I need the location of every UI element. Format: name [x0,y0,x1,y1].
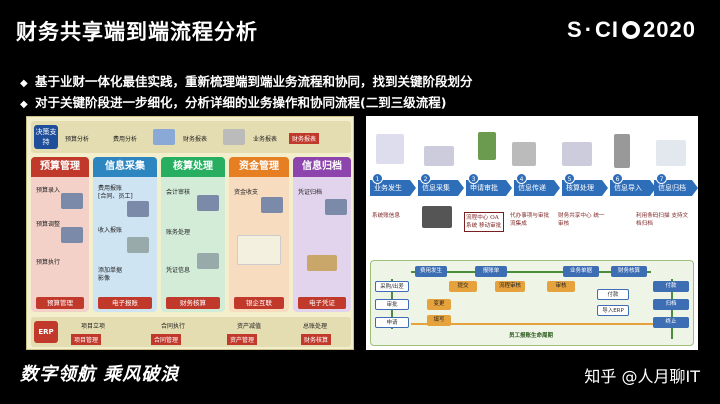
chart-icon [153,129,175,145]
person-icon [61,227,83,243]
column-budget: 预算管理 预算录入 预算调整 预算执行 预算管理 [31,157,89,312]
erp-tag: ERP [34,321,58,343]
scanner-icon [424,146,454,166]
bullet-list: ◆基于业财一体化最佳实践，重新梳理端到端业务流程和协同，找到关键阶段划分 ◆对于… [20,72,473,114]
step-archiving: 信息归档 [654,180,698,196]
person-icon [127,201,149,217]
decision-support-row: 决策支持 预算分析 费用分析 财务报表 业务报表 财务报表 [31,121,351,153]
server-icon [614,134,630,168]
step-accounting: 核算处理 [562,180,608,196]
form-icon [478,132,496,160]
step-info-collection: 信息采集 [418,180,464,196]
document-icon [223,129,245,145]
person-icon [197,195,219,211]
step-info-transfer: 信息传递 [514,180,560,196]
column-info-collection: 信息采集 费用报账 [合同、员工] 收入报账 添加单据 影像 电子报账 [93,157,157,312]
step-approval: 申请审批 [466,180,512,196]
archive-box-icon [307,255,337,271]
column-archiving: 信息归档 凭证归档 电子凭证 [293,157,351,312]
credit-watermark: 知乎 @人月聊IT [584,367,700,386]
meeting-icon [562,142,592,166]
server-icon [197,253,219,269]
slogan: 数字领航 乘风破浪 [20,364,180,385]
archive-icon [656,140,686,166]
step-business-occurs: 业务发生 [370,180,416,196]
decision-support-tag: 决策支持 [34,125,58,149]
logo-ring-icon [622,21,641,39]
column-fund-management: 资金管理 资金收支 银企互联 [229,157,289,312]
erp-row: ERP 项目立项 合同执行 资产减值 总账处理 项目管理 合同管理 资产管理 财… [31,317,351,347]
printer-icon [127,237,149,253]
keyboard-icon [422,206,452,228]
person-icon [61,193,83,209]
expense-lifecycle-flow: 费用发生 报账单 业务单据 财务核算 采购/出差 审批 申请 提交 流程审核 审… [370,260,694,346]
bank-logos-icon [237,235,281,265]
step-arrow-row: 业务发生 1 信息采集 2 申请审批 3 信息传递 4 核算处理 5 信息导入 … [370,173,698,196]
lifecycle-title: 员工报账生命周期 [508,333,553,339]
bullet-item: ◆基于业财一体化最佳实践，重新梳理端到端业务流程和协同，找到关键阶段划分 [20,74,473,89]
approval-icon [512,142,536,166]
page-title: 财务共享端到端流程分析 [16,20,258,44]
person-icon [261,197,283,213]
business-person-icon [376,134,404,164]
right-process-diagram: 业务发生 1 信息采集 2 申请审批 3 信息传递 4 核算处理 5 信息导入 … [366,116,698,350]
left-process-diagram: 决策支持 预算分析 费用分析 财务报表 业务报表 财务报表 预算管理 预算录入 … [26,116,354,350]
person-icon [325,199,347,215]
step-info-import: 信息导入 [610,180,656,196]
bullet-item: ◆对于关键阶段进一步细化，分析详细的业务操作和协同流程(二到三级流程) [20,95,447,110]
column-accounting: 核算处理 会计审核 账务处理 凭证信息 财务核算 [161,157,225,312]
